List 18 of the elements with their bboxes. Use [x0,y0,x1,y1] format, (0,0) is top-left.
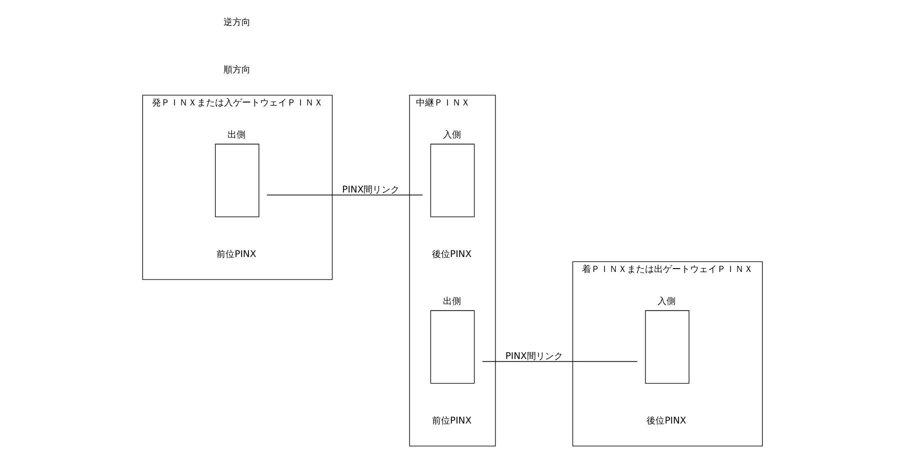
node-box [430,310,475,384]
node-box [645,310,690,384]
node-box [214,144,260,218]
connector [482,361,638,362]
node-label: 後位PINX [432,249,472,260]
label: 逆方向 [224,17,251,28]
node-label: 前位PINX [216,249,256,260]
edge-label: PINX間リンク [342,184,400,196]
label: 順方向 [224,64,251,76]
node-label: 後位PINX [646,416,686,427]
node-label: 前位PINX [432,416,472,427]
node-label: 出側 [228,130,246,141]
node-box [430,144,475,218]
connector [266,194,423,196]
node-label: 入側 [658,296,676,308]
edge-label: PINX間リンク [505,350,563,362]
node-label: 出側 [442,296,461,308]
node-label: 入側 [442,130,461,141]
